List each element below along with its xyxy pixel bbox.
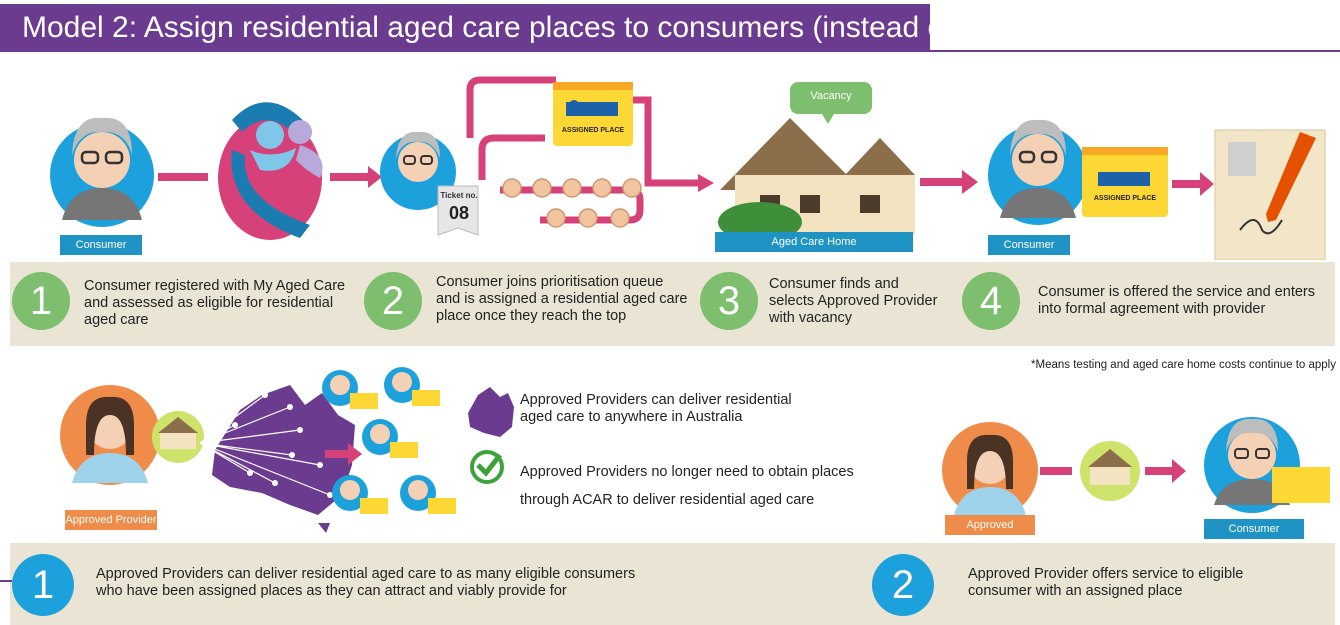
process-illustration bbox=[50, 76, 1326, 260]
vacancy-label: Vacancy bbox=[810, 90, 852, 102]
bullet-2-text: Approved Providers no longer need to obt… bbox=[520, 464, 854, 508]
bottom-step-2-text: Approved Provider offers service to elig… bbox=[968, 566, 1244, 599]
footnote: *Means testing and aged care home costs … bbox=[1031, 359, 1336, 371]
aged-care-home-icon bbox=[715, 118, 915, 252]
step-number-3: 3 bbox=[700, 272, 758, 330]
approved-provider-avatar-1 bbox=[60, 385, 160, 485]
australia-map-icon bbox=[212, 385, 355, 515]
consumer-label-3: Consumer bbox=[1228, 523, 1280, 535]
consumer-avatar-1 bbox=[50, 117, 154, 227]
assigned-place-label-2: ASSIGNED PLACE bbox=[1093, 195, 1157, 202]
my-aged-care-icon bbox=[218, 102, 323, 240]
consumer-avatar-3 bbox=[1204, 417, 1330, 513]
step-number-4: 4 bbox=[962, 272, 1020, 330]
step-number-2: 2 bbox=[364, 272, 422, 330]
ticket-label: Ticket no. bbox=[440, 191, 478, 200]
approved-provider-avatar-2 bbox=[942, 422, 1038, 518]
consumer-avatar-queue bbox=[380, 131, 456, 210]
vacancy-bubble bbox=[790, 82, 872, 124]
bottom-steps-band bbox=[10, 543, 1335, 625]
left-edge-line bbox=[0, 580, 12, 582]
bottom-step-number-1: 1 bbox=[12, 554, 74, 616]
consumer-with-place-icons bbox=[322, 367, 456, 514]
bottom-step-1-text: Approved Providers can deliver residenti… bbox=[96, 566, 636, 599]
approved-provider-label-1: Approved Provider bbox=[65, 514, 157, 526]
assigned-place-card-2 bbox=[1082, 147, 1168, 217]
assigned-place-label-1: ASSIGNED PLACE bbox=[561, 127, 625, 134]
consumer-avatar-2 bbox=[988, 119, 1088, 225]
check-icon bbox=[470, 450, 504, 484]
agreement-document-icon bbox=[1214, 129, 1326, 260]
australia-small-icon bbox=[468, 387, 514, 437]
assigned-place-card-1 bbox=[553, 82, 633, 146]
bullet-1-text: Approved Providers can deliver residenti… bbox=[520, 392, 792, 425]
bottom-step-number-2: 2 bbox=[872, 554, 934, 616]
consumer-label-1: Consumer bbox=[75, 239, 127, 251]
title-underline bbox=[0, 50, 1340, 52]
ticket-number: 08 bbox=[448, 203, 470, 223]
consumer-label-2: Consumer bbox=[1003, 239, 1055, 251]
step-number-1: 1 bbox=[12, 272, 70, 330]
aged-care-home-label: Aged Care Home bbox=[771, 236, 857, 248]
top-steps-band bbox=[10, 262, 1335, 346]
provider-illustration bbox=[60, 367, 1330, 539]
page-title: Model 2: Assign residential aged care pl… bbox=[0, 4, 1094, 52]
step-4-text: Consumer is offered the service and ente… bbox=[1038, 284, 1315, 317]
